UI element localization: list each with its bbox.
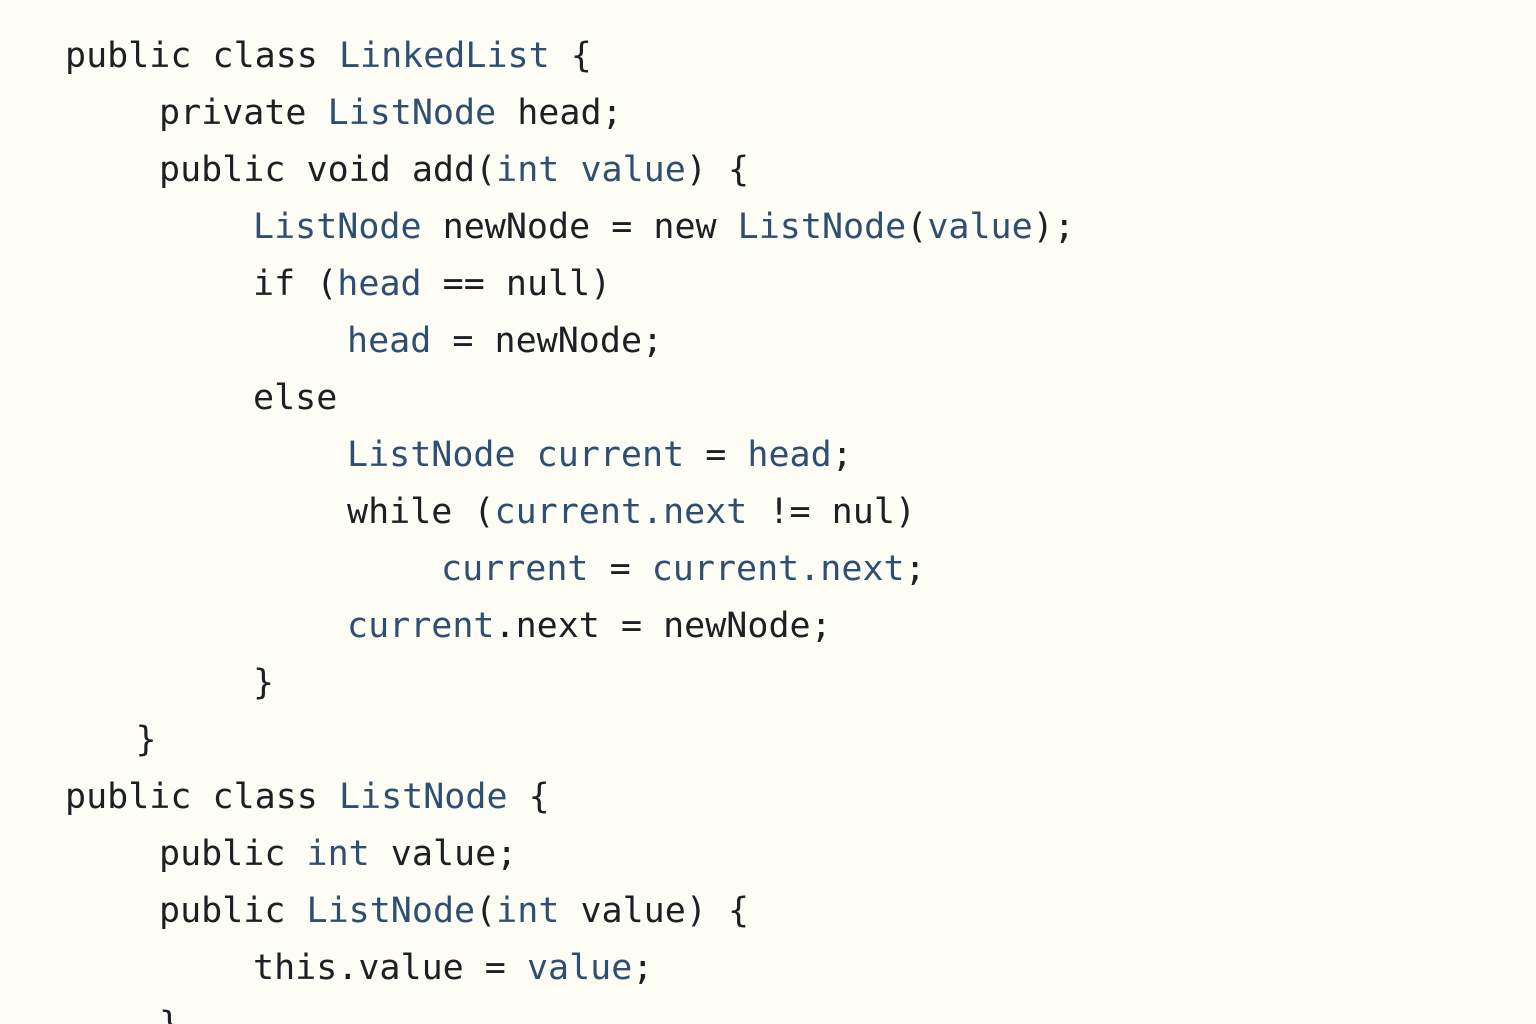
code-line[interactable]: private ListNode head; xyxy=(159,85,623,142)
code-token: public xyxy=(159,834,307,874)
code-line[interactable]: } xyxy=(159,997,180,1024)
code-line[interactable]: public int value; xyxy=(159,826,517,883)
code-token: .next = newNode; xyxy=(494,606,832,646)
code-token: ListNode xyxy=(253,207,422,247)
code-line[interactable]: else xyxy=(253,370,337,427)
code-line[interactable]: head = newNode; xyxy=(347,313,663,370)
code-token: head xyxy=(347,321,432,361)
code-token: private xyxy=(159,93,328,133)
code-token: this.value = xyxy=(253,948,527,988)
code-token: public xyxy=(159,891,307,931)
code-token: else xyxy=(253,378,338,418)
code-token: current xyxy=(441,549,589,589)
code-token: current.next xyxy=(494,492,748,532)
code-line[interactable]: public ListNode(int value) { xyxy=(159,883,749,940)
code-token: ; xyxy=(904,549,926,589)
code-token: public void add( xyxy=(159,150,497,190)
code-token: newNode = new xyxy=(421,207,738,247)
code-token: ( xyxy=(475,891,497,931)
code-token: current.next xyxy=(651,549,905,589)
code-line[interactable]: ListNode newNode = new ListNode(value); xyxy=(253,199,1075,256)
code-token: != nul) xyxy=(747,492,916,532)
code-token: while ( xyxy=(347,492,495,532)
code-token: head xyxy=(747,435,832,475)
code-line[interactable]: public class LinkedList { xyxy=(65,28,592,85)
code-token: ( xyxy=(906,207,928,247)
code-line[interactable]: } xyxy=(253,655,274,712)
code-token: head xyxy=(337,264,422,304)
code-token: LinkedList xyxy=(338,36,550,76)
code-token: public class xyxy=(65,777,339,817)
code-line[interactable]: current.next = newNode; xyxy=(347,598,832,655)
code-token: if ( xyxy=(253,264,338,304)
code-token: } xyxy=(159,1005,180,1024)
code-token: { xyxy=(549,36,592,76)
code-token: current xyxy=(347,606,495,646)
code-token: ListNode xyxy=(737,207,907,247)
code-line[interactable]: public void add(int value) { xyxy=(159,142,749,199)
code-line[interactable]: if (head == null) xyxy=(253,256,611,313)
code-token: ) { xyxy=(685,150,750,190)
code-token: ListNode xyxy=(306,891,476,931)
code-token: int xyxy=(306,834,370,874)
code-token: { xyxy=(507,777,550,817)
code-token: ListNode xyxy=(338,777,508,817)
code-line[interactable]: } xyxy=(136,712,157,769)
code-token: int xyxy=(496,891,560,931)
code-token: ListNode xyxy=(327,93,497,133)
code-line[interactable]: while (current.next != nul) xyxy=(347,484,916,541)
code-line[interactable]: public class ListNode { xyxy=(65,769,550,826)
code-token: value) { xyxy=(559,891,750,931)
code-token: = xyxy=(588,549,652,589)
code-token: = xyxy=(684,435,748,475)
code-line[interactable]: current = current.next; xyxy=(441,541,926,598)
code-token: = newNode; xyxy=(431,321,664,361)
code-token: } xyxy=(253,663,275,703)
code-token: ); xyxy=(1032,207,1075,247)
code-token: value xyxy=(927,207,1033,247)
code-token: head; xyxy=(496,93,623,133)
code-line[interactable]: this.value = value; xyxy=(253,940,653,997)
code-token: public class xyxy=(65,36,339,76)
code-line[interactable]: ListNode current = head; xyxy=(347,427,853,484)
code-token: ; xyxy=(632,948,654,988)
code-token: == null) xyxy=(421,264,612,304)
code-token: } xyxy=(135,720,157,760)
code-token: ; xyxy=(831,435,853,475)
code-token: value xyxy=(526,948,633,988)
code-token: value; xyxy=(369,834,518,874)
code-token: int value xyxy=(496,150,686,190)
code-token: ListNode current xyxy=(347,435,685,475)
